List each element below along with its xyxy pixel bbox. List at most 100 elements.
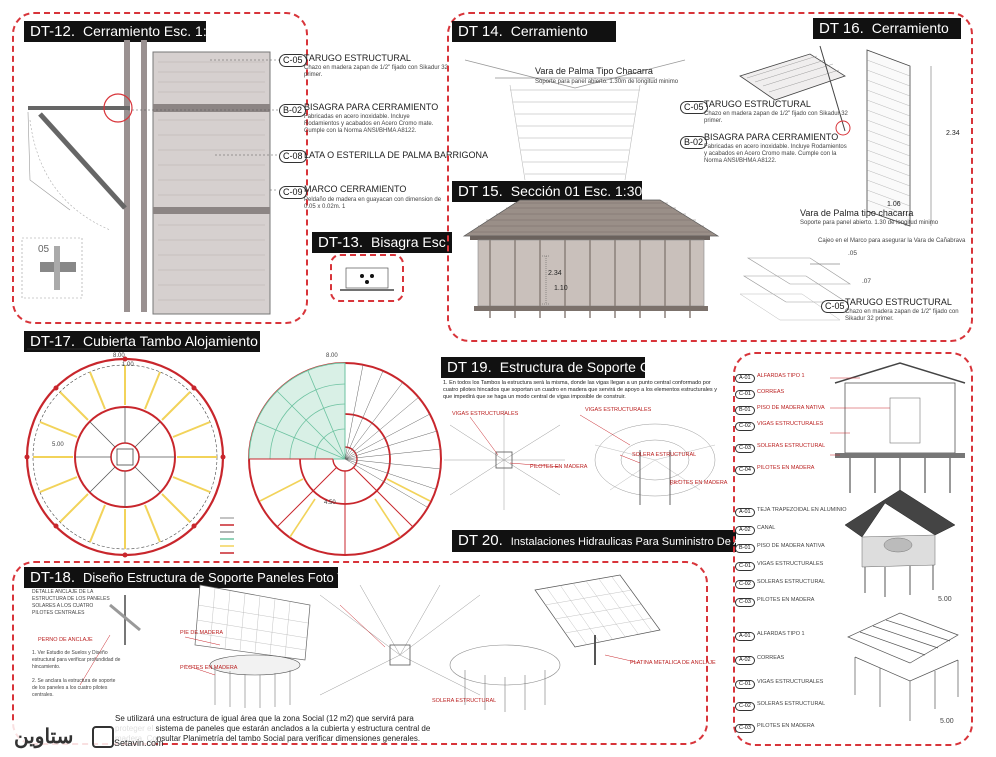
- dt16-item-desc: Chazo en madera zapan de 1/2" fijado con…: [845, 309, 959, 322]
- right-code: A-02: [735, 656, 755, 665]
- right-dim-a: 5.00: [938, 596, 952, 603]
- dt20-title: DT 20.Instalaciones Hidraulicas Para Sum…: [452, 530, 809, 552]
- right-code: C-04: [735, 466, 755, 475]
- dt12-item-title: BISAGRA PARA CERRAMIENTO: [304, 102, 439, 112]
- dt12-item-title: TARUGO ESTRUCTURAL: [304, 53, 411, 63]
- right-legend-title: ALFARDAS TIPO 1: [757, 373, 805, 379]
- right-legend-title: PILOTES EN MADERA: [757, 597, 815, 603]
- right-code: C-03: [735, 724, 755, 733]
- logo-brand-text: Setavin.com: [114, 738, 164, 748]
- dt18-solera-label: SOLERA ESTRUCTURAL: [432, 698, 497, 704]
- dt14-item-title: BISAGRA PARA CERRAMIENTO: [704, 132, 839, 142]
- setavin-logo: ستاوين Setavin.com: [6, 722, 164, 754]
- dt14-item-title: TARUGO ESTRUCTURAL: [704, 99, 811, 109]
- right-code: C-02: [735, 580, 755, 589]
- right-code: C-03: [735, 598, 755, 607]
- dt19-label-vigas-2: VIGAS ESTRUCTURALES: [585, 407, 652, 413]
- right-code: C-02: [735, 702, 755, 711]
- right-legend-title: CORREAS: [757, 655, 785, 661]
- right-code: A-01: [735, 374, 755, 383]
- dt15-section-drawing: [462, 199, 720, 318]
- panel-dt13: [330, 254, 404, 302]
- right-legend-title: PILOTES EN MADERA: [757, 465, 815, 471]
- dt19-label-pilotes-2: PILOTES EN MADERA: [670, 480, 728, 486]
- right-legend-title: VIGAS ESTRUCTURALES: [757, 421, 824, 427]
- right-code: A-01: [735, 632, 755, 641]
- dt16-dim-height: 2.34: [946, 130, 960, 137]
- dt18-note-1: 1. Ver Estudio de Suelos y Diseño estruc…: [32, 650, 121, 670]
- dt14-code-b02: B-02: [680, 136, 708, 149]
- dt18-title: DT-18.Diseño Estructura de Soporte Panel…: [24, 567, 389, 588]
- dt12-drawing: [21, 40, 280, 315]
- dt15-dim-wall: 1.10: [554, 285, 568, 292]
- dt12-item-title: MARCO CERRAMIENTO: [304, 184, 407, 194]
- right-legend-title: SOLERAS ESTRUCTURAL: [757, 443, 826, 449]
- dt18-piedeamigo-label: PIE DE MADERA: [180, 630, 224, 636]
- right-legend-title: VIGAS ESTRUCTURALES: [757, 679, 824, 685]
- right-code: C-01: [735, 562, 755, 571]
- right-dim-b: 5.00: [940, 718, 954, 725]
- right-code: B-01: [735, 544, 755, 553]
- dt14-vara-title: Vara de Palma Tipo Chacarra: [535, 66, 653, 76]
- dt17-dim-ring: 1.00: [122, 362, 134, 368]
- dt19-label-solera: SOLERA ESTRUCTURAL: [632, 452, 697, 458]
- dt12-detail-number: 05: [38, 244, 50, 255]
- right-code: C-01: [735, 390, 755, 399]
- dt16-code-c05: C-05: [821, 300, 849, 313]
- dt19-title: DT 19.Estructura de Soporte Central: [441, 357, 685, 378]
- right-legend-title: TEJA TRAPEZOIDAL EN ALUMINIO: [757, 507, 847, 513]
- right-legend-title: CANAL: [757, 525, 776, 531]
- dt19-paragraph: 1. En todos los Tambos la estructura ser…: [443, 380, 717, 400]
- dt14-title: DT 14.Cerramiento: [452, 21, 616, 42]
- dt17-plan-drawing: [24, 348, 442, 558]
- dt14-drawing: [464, 59, 686, 181]
- dt19-label-pilotes: PILOTES EN MADERA: [530, 464, 588, 470]
- dt14-code-c05: C-05: [680, 101, 708, 114]
- dt19-label-vigas: VIGAS ESTRUCTURALES: [452, 411, 519, 417]
- right-code: C-03: [735, 444, 755, 453]
- right-code: A-01: [735, 508, 755, 517]
- right-code: C-01: [735, 680, 755, 689]
- dt14-item-desc: Chazo en madera zapan de 1/2" fijado con…: [704, 111, 848, 124]
- right-legend-title: SOLERAS ESTRUCTURAL: [757, 701, 826, 707]
- dt16-cajeo-note: Cajeo en el Marco para asegurar la Vara …: [818, 238, 966, 244]
- panel-dt14-16: [447, 12, 973, 342]
- dt16-dim-a: .05: [848, 250, 858, 257]
- dt14-vara-desc: Soporte para panel abierto. 1.30m de lon…: [535, 79, 679, 85]
- dt14-item-desc: Fabricadas en acero inoxidable. Incluye …: [704, 144, 847, 164]
- dt17-dim-top: 8.00: [113, 353, 125, 359]
- dt13-drawing: [340, 267, 394, 291]
- dt16-title: DT 16.Cerramiento: [813, 18, 961, 39]
- panel-dt18: [12, 561, 708, 745]
- dt18-platina-label: PLATINA METALICA DE ANCLAJE: [630, 660, 716, 666]
- right-code: C-02: [735, 422, 755, 431]
- dt18-note-2: 2. Se anclara la estructura de soporte d…: [32, 678, 116, 698]
- right-code: B-01: [735, 406, 755, 415]
- dt12-item-title: LATA O ESTERILLA DE PALMA BARRIGONA: [304, 150, 489, 160]
- dt12-item-desc: Fabricadas en acero inoxidable. Incluye …: [304, 114, 434, 134]
- dt18-detail-title: DETALLE ANCLAJE DE LA ESTRUCTURA DE LOS …: [32, 589, 110, 616]
- dt12-code-c09: C-09: [279, 186, 307, 199]
- right-perspective-drawings: [844, 489, 959, 721]
- dt18-pilote-label: PILOTES EN MADERA: [180, 665, 238, 671]
- dt15-dim-height: 2.34: [548, 270, 562, 277]
- dt18-drawing: [79, 574, 661, 712]
- right-legend-title: PILOTES EN MADERA: [757, 723, 815, 729]
- dt12-item-desc: Peldaño de madera en guayacan con dimens…: [304, 197, 442, 210]
- dt12-code-c05: C-05: [279, 54, 307, 67]
- dt18-footer-text: Se utilizará una estructura de igual áre…: [115, 714, 431, 743]
- dt16-dim-b: .07: [862, 278, 872, 285]
- right-legend-title: PISO DE MADERA NATIVA: [757, 405, 825, 411]
- dt19-drawing: [444, 410, 716, 510]
- dt16-perspective: [739, 45, 932, 227]
- dt17-title: DT-17.Cubierta Tambo Alojamiento Esc. 1:…: [24, 331, 312, 352]
- dt16-item-title: TARUGO ESTRUCTURAL: [845, 297, 952, 307]
- panel-dt12: [12, 12, 308, 324]
- right-legend-title: ALFARDAS TIPO 1: [757, 631, 805, 637]
- right-code: A-02: [735, 526, 755, 535]
- dt12-title: DT-12.Cerramiento Esc. 1:10: [24, 21, 222, 42]
- right-legend-title: VIGAS ESTRUCTURALES: [757, 561, 824, 567]
- dt13-title: DT-13.Bisagra Esc. 1:5: [312, 232, 473, 253]
- dt12-item-desc: Chazo en madera zapan de 1/2" fijado con…: [304, 65, 448, 78]
- dt17-dim-inner: 4.50: [324, 500, 336, 506]
